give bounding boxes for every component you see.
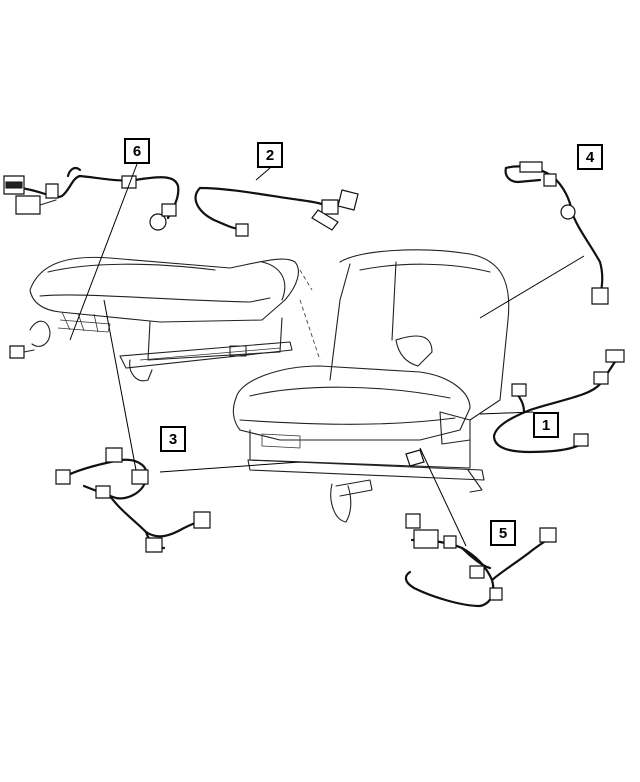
callout-4: 4 bbox=[577, 144, 603, 170]
leader-lines bbox=[69, 163, 585, 547]
seat-assembly bbox=[232, 249, 510, 523]
callout-6: 6 bbox=[124, 138, 150, 164]
leader-5 bbox=[419, 447, 467, 547]
leader-1 bbox=[479, 411, 534, 415]
harness-2 bbox=[194, 186, 359, 237]
callout-1: 1 bbox=[533, 412, 559, 438]
callout-3: 3 bbox=[160, 426, 186, 452]
harness-4 bbox=[504, 161, 609, 305]
leader-4 bbox=[479, 255, 585, 319]
harness-6 bbox=[3, 166, 180, 231]
leader-6 bbox=[69, 163, 138, 341]
seat-cushion-track-assembly bbox=[9, 256, 299, 382]
callout-5: 5 bbox=[490, 520, 516, 546]
leader-2 bbox=[255, 167, 271, 181]
leader-3b bbox=[103, 299, 137, 471]
harness-3 bbox=[55, 447, 211, 553]
harness-5 bbox=[404, 513, 557, 608]
harness-1 bbox=[492, 349, 625, 454]
callout-2: 2 bbox=[257, 142, 283, 168]
leader-3a bbox=[159, 461, 301, 473]
